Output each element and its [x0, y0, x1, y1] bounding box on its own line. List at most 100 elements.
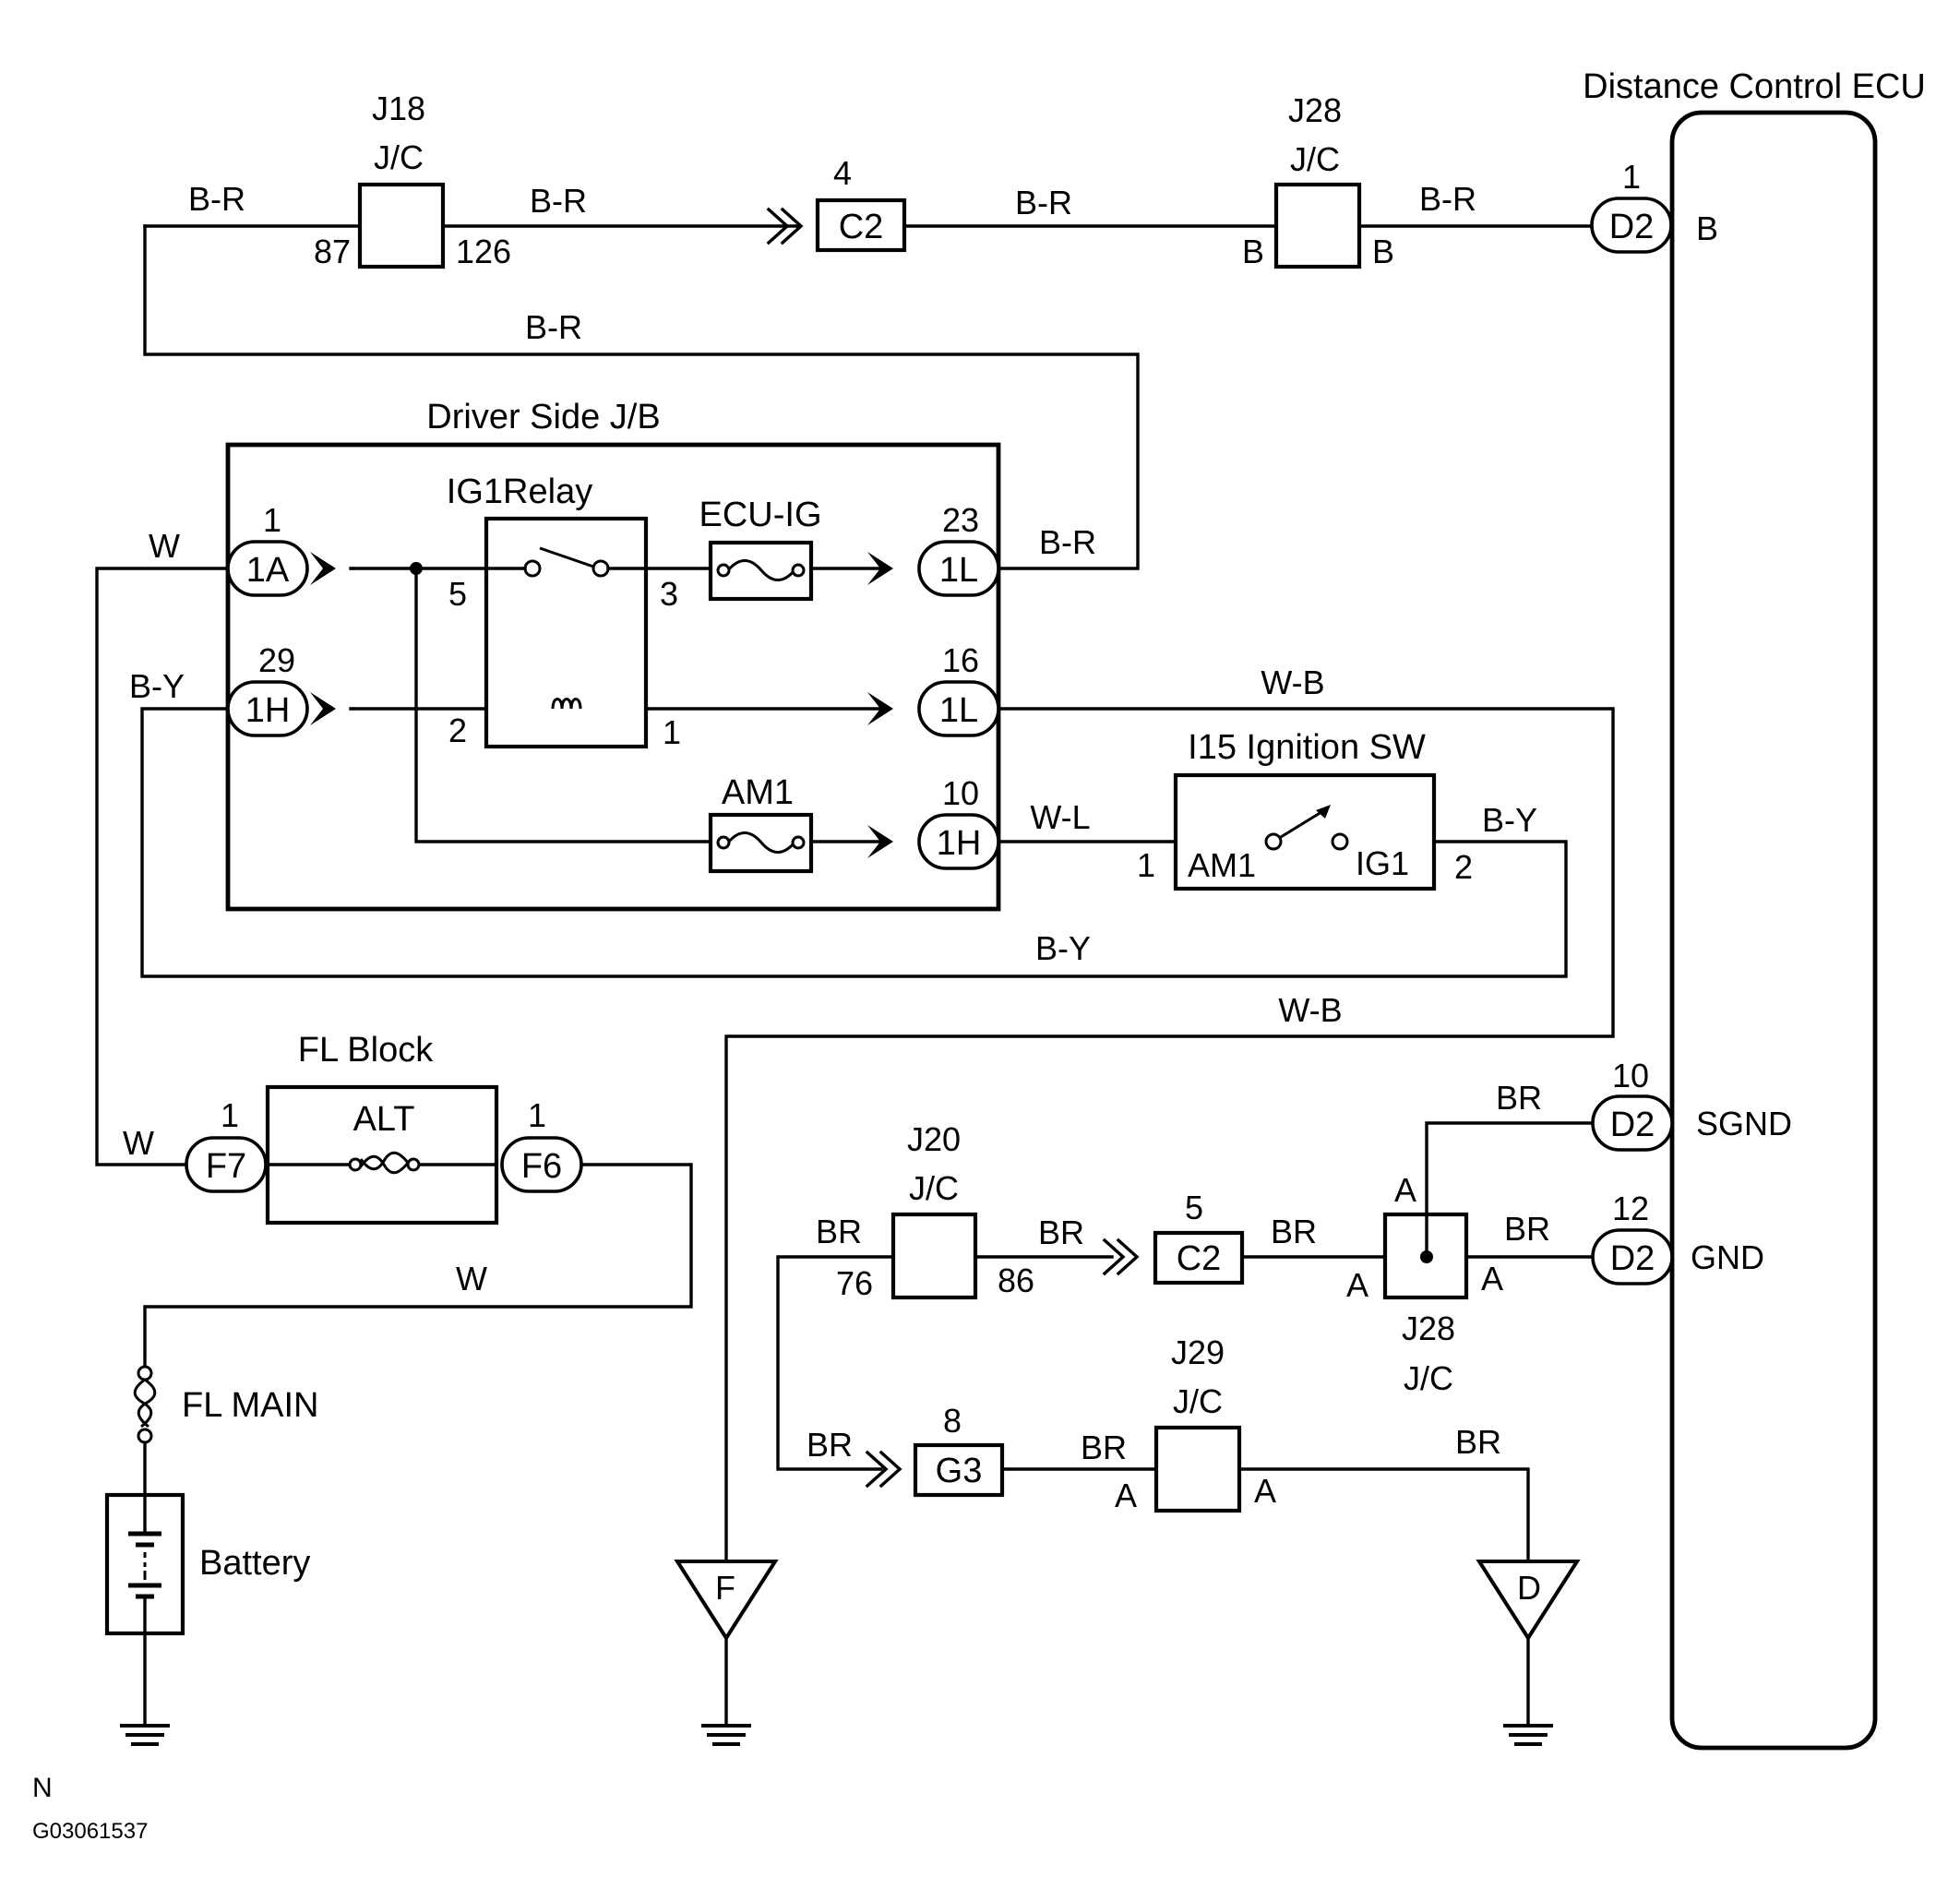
wire-label: W [123, 1124, 154, 1162]
relay-pin-5: 5 [448, 575, 467, 613]
wire-label: B-R [1039, 523, 1096, 561]
connector-f6-name: F6 [521, 1147, 562, 1186]
ground-d-label: D [1517, 1569, 1541, 1607]
connector-c2-top-pin: 4 [833, 154, 852, 192]
wire-label: B-R [188, 180, 245, 218]
wire-label: B-R [530, 182, 587, 220]
junction-dot [410, 562, 423, 575]
connector-d2-sgnd-shape [1591, 1094, 1674, 1152]
connector-d2-gnd-shape [1591, 1228, 1674, 1285]
wire-label: BR [1496, 1079, 1542, 1117]
relay-pin-1: 1 [663, 713, 681, 751]
fuse-terminal [716, 563, 731, 578]
female-terminal-icon [310, 552, 336, 585]
connector-1l-23-name: 1L [939, 551, 978, 590]
ignition-switch-title: I15 Ignition SW [1188, 728, 1426, 767]
wire-label: B-R [1419, 180, 1476, 218]
wire-label: BR [1038, 1214, 1084, 1251]
fuse-am1-label: AM1 [722, 773, 794, 812]
jc-j29-type: J/C [1173, 1382, 1223, 1420]
ignition-am1-label: AM1 [1188, 846, 1256, 884]
connector-1a-pin: 1 [263, 501, 281, 539]
connector-g3-pin: 8 [943, 1402, 962, 1440]
jc-j29-pin-right: A [1254, 1472, 1276, 1510]
jc-j28-bottom-name: J28 [1402, 1309, 1455, 1347]
relay-pin-3: 3 [660, 575, 678, 613]
jc-j28-top-box [1273, 182, 1362, 269]
ignition-contact [1264, 832, 1283, 851]
connector-f7-name: F7 [206, 1147, 246, 1186]
connector-g3: G3 8 [865, 1402, 1005, 1498]
female-terminal-icon [310, 692, 336, 725]
connector-1h-29-pin: 29 [258, 641, 295, 679]
connector-f7-shape [185, 1136, 268, 1193]
wire-b-y-loop [140, 707, 1568, 978]
ecu-pin-gnd: GND [1691, 1238, 1764, 1276]
relay-switch-arm [539, 546, 594, 568]
jc-j20-name: J20 [907, 1120, 961, 1158]
jc-j18-pin-right: 126 [456, 233, 511, 270]
connector-c2-top-box [815, 197, 907, 253]
fuse-terminal [406, 1157, 421, 1172]
connector-1l-23-shape [917, 540, 1000, 597]
fuse-terminal [716, 835, 731, 850]
wire-w-b-loop [724, 707, 1615, 1563]
jc-j28-bottom: A A A J28 J/C [1346, 1171, 1503, 1397]
wire-br-j20-left [776, 1255, 895, 1471]
ignition-switch-box [1173, 772, 1437, 891]
distance-control-ecu: Distance Control ECU B SGND GND [1583, 67, 1926, 1751]
wire-w-1a-f7 [95, 567, 230, 1166]
footer-code: G03061537 [32, 1819, 148, 1844]
wire-label: B-R [525, 308, 582, 346]
connector-f6-pin: 1 [528, 1096, 546, 1134]
jc-j28-bottom-pin-right: A [1481, 1260, 1503, 1297]
connector-d2-b: D2 1 [1590, 158, 1673, 254]
ignition-switch: I15 Ignition SW AM1 IG1 1 2 [1137, 728, 1473, 891]
wire-label: W-B [1278, 991, 1342, 1029]
ecu-pin-b: B [1696, 209, 1718, 247]
wire-label: B-Y [129, 667, 185, 705]
connector-1a-shape [226, 540, 309, 597]
wire-label: W-B [1261, 664, 1324, 701]
wire-label: BR [816, 1213, 862, 1250]
wire-label: W [149, 527, 180, 565]
wire-br-d [1237, 1467, 1530, 1563]
ground-d: D [1476, 1560, 1581, 1746]
male-terminal-icon [867, 552, 893, 585]
fl-main-label: FL MAIN [182, 1386, 319, 1425]
jc-j28-top-pin-left: B [1242, 233, 1264, 270]
connector-1l-23-pin: 23 [942, 501, 979, 539]
connector-c2-bottom: C2 5 [1102, 1189, 1245, 1285]
fusible-link-icon [359, 1151, 410, 1171]
connector-arrow [780, 207, 804, 245]
jc-j29-pin-left: A [1115, 1477, 1137, 1514]
jc-j18-pin-left: 87 [314, 233, 351, 270]
male-terminal-icon [867, 692, 893, 725]
fl-main-terminal [137, 1365, 153, 1381]
ignition-switch-arm-tip [1316, 805, 1331, 819]
wire-label: BR [807, 1426, 853, 1464]
footer: N G03061537 [32, 1773, 148, 1844]
wire-label: BR [1504, 1210, 1550, 1248]
battery: Battery [104, 1492, 310, 1636]
ignition-pin-1: 1 [1137, 846, 1155, 884]
jc-j20-type: J/C [909, 1169, 959, 1207]
jc-j20-pin-left: 76 [836, 1264, 873, 1302]
connector-1h-10-name: 1H [937, 824, 982, 863]
jb-frame [225, 442, 1001, 912]
wire-w-f6-flmain [143, 1163, 693, 1369]
jc-j20-box [890, 1212, 978, 1300]
connector-1h-29-name: 1H [245, 691, 291, 730]
jc-j20: J20 J/C 76 86 [836, 1120, 1034, 1302]
ground-f-triangle [674, 1560, 779, 1642]
connector-1h-10-pin: 10 [942, 774, 979, 812]
ig1-relay-box [484, 516, 649, 749]
ground-battery [120, 1724, 170, 1746]
ecu-pin-sgnd: SGND [1696, 1105, 1792, 1142]
jc-j28-bottom-type: J/C [1404, 1359, 1453, 1397]
fl-block-fuse-label: ALT [353, 1100, 415, 1139]
jb-title: Driver Side J/B [426, 398, 660, 436]
driver-side-jb: Driver Side J/B IG1Relay 5 3 2 1 ECU-IG … [225, 398, 1001, 912]
fusible-link-icon [359, 1154, 410, 1175]
male-terminal-icon [867, 825, 893, 858]
